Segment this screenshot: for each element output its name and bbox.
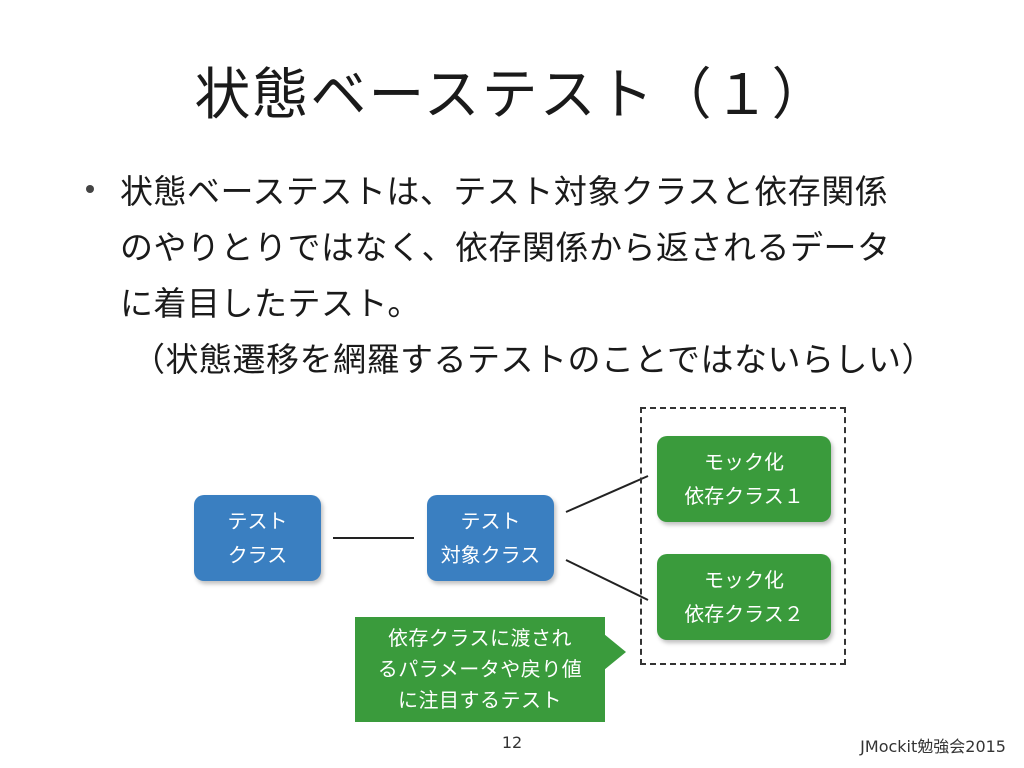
connector-target-to-mock2 xyxy=(565,559,649,601)
target-class-box: テスト 対象クラス xyxy=(427,495,554,581)
body-line-2: のやりとりではなく、依存関係から返されるデータ xyxy=(120,228,891,267)
mock2-line-2: 依存クラス２ xyxy=(684,602,804,626)
callout-line-1: 依存クラスに渡され xyxy=(387,626,573,650)
test-class-box: テスト クラス xyxy=(194,495,321,581)
callout-bubble: 依存クラスに渡され るパラメータや戻り値 に注目するテスト xyxy=(355,617,605,722)
body-line-1: 状態ベーステストは、テスト対象クラスと依存関係 xyxy=(120,172,889,211)
callout-line-2: るパラメータや戻り値 xyxy=(377,657,583,681)
mock2-line-1: モック化 xyxy=(704,568,784,592)
mock1-line-2: 依存クラス１ xyxy=(684,484,804,508)
footer-text: JMockit勉強会2015 xyxy=(860,737,1006,756)
body-line-3: に着目したテスト。 xyxy=(120,284,421,323)
mock-group-dashed-frame xyxy=(640,407,846,665)
test-class-line-2: クラス xyxy=(227,543,288,567)
bullet-dot-icon xyxy=(86,185,94,193)
mock1-line-1: モック化 xyxy=(704,450,784,474)
callout-pointer-icon xyxy=(604,634,626,670)
page-number: 12 xyxy=(501,733,523,752)
callout-line-3: に注目するテスト xyxy=(398,688,562,712)
test-class-line-1: テスト xyxy=(227,509,288,533)
body-line-4: （状態遷移を網羅するテストのことではないらしい） xyxy=(132,340,936,379)
slide-title: 状態ベーステスト（１） xyxy=(194,63,830,128)
mock-dependency-2-box: モック化 依存クラス２ xyxy=(657,554,831,640)
target-class-line-2: 対象クラス xyxy=(440,543,541,567)
mock-dependency-1-box: モック化 依存クラス１ xyxy=(657,436,831,522)
connector-target-to-mock1 xyxy=(565,475,649,513)
target-class-line-1: テスト xyxy=(460,509,521,533)
